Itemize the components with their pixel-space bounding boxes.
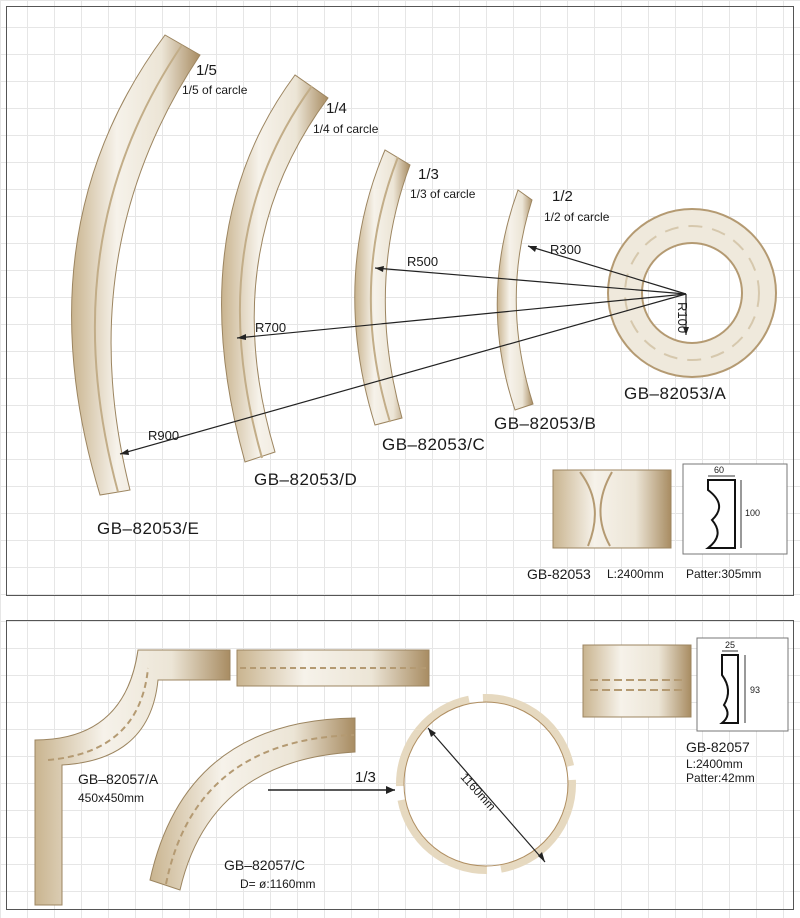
length-82057: L:2400mm: [686, 757, 743, 771]
corner-molding-a: [34, 649, 231, 906]
fraction-label-c: 1/3: [418, 166, 439, 183]
fraction-label-e: 1/5: [196, 62, 217, 79]
radius-label-r900: R900: [148, 428, 180, 443]
code-82053: GB-82053: [527, 566, 591, 582]
fraction-label-b: 1/2: [552, 188, 573, 205]
arc-molding-d: [221, 74, 329, 463]
arc-molding-e: [71, 34, 201, 496]
radius-label-r500: R500: [407, 254, 439, 269]
bottom-panel: [6, 620, 794, 910]
radius-lines: [119, 245, 687, 455]
fraction-caption-c: 1/3 of carcle: [410, 187, 476, 201]
profile-height-82057: 93: [750, 685, 761, 695]
code-82057-a: GB–82057/A: [78, 771, 159, 787]
code-82053-e: GB–82053/E: [97, 519, 200, 538]
fraction-caption-e: 1/5 of carcle: [182, 83, 248, 97]
profile-shape-82057: [719, 654, 739, 724]
profile-height-82053: 100: [745, 508, 761, 518]
ring-molding-82057: [396, 694, 576, 874]
straight-molding-82057: [582, 644, 692, 718]
profile-box-82057: [696, 637, 789, 732]
straight-molding-82057-piece: [236, 649, 430, 687]
arc-molding-b: [496, 189, 534, 411]
top-panel: [6, 6, 794, 596]
pattern-82057: Patter:42mm: [686, 771, 755, 785]
size-82057-a: 450x450mm: [78, 791, 145, 805]
radius-label-r700: R700: [255, 320, 287, 335]
profile-shape-82053: [705, 479, 736, 549]
profile-width-82053: 60: [714, 465, 725, 475]
fraction-82057-c: 1/3: [355, 769, 376, 786]
code-82053-c: GB–82053/C: [382, 435, 486, 454]
code-82053-b: GB–82053/B: [494, 414, 597, 433]
fraction-caption-d: 1/4 of carcle: [313, 122, 379, 136]
diameter-82057-c: D= ø:1160mm: [240, 877, 316, 891]
code-82053-d: GB–82053/D: [254, 470, 358, 489]
radius-label-r300: R300: [550, 242, 582, 257]
code-82057: GB-82057: [686, 739, 750, 755]
fraction-label-d: 1/4: [326, 100, 347, 117]
code-82053-a: GB–82053/A: [624, 384, 727, 403]
length-82053: L:2400mm: [607, 567, 664, 581]
code-82057-c: GB–82057/C: [224, 857, 305, 873]
arc-molding-c: [354, 149, 411, 426]
pattern-82053: Patter:305mm: [686, 567, 762, 581]
fraction-caption-b: 1/2 of carcle: [544, 210, 610, 224]
radius-label-r100: R100: [675, 302, 690, 334]
profile-width-82057: 25: [725, 640, 736, 650]
straight-molding-82053: [552, 469, 672, 549]
